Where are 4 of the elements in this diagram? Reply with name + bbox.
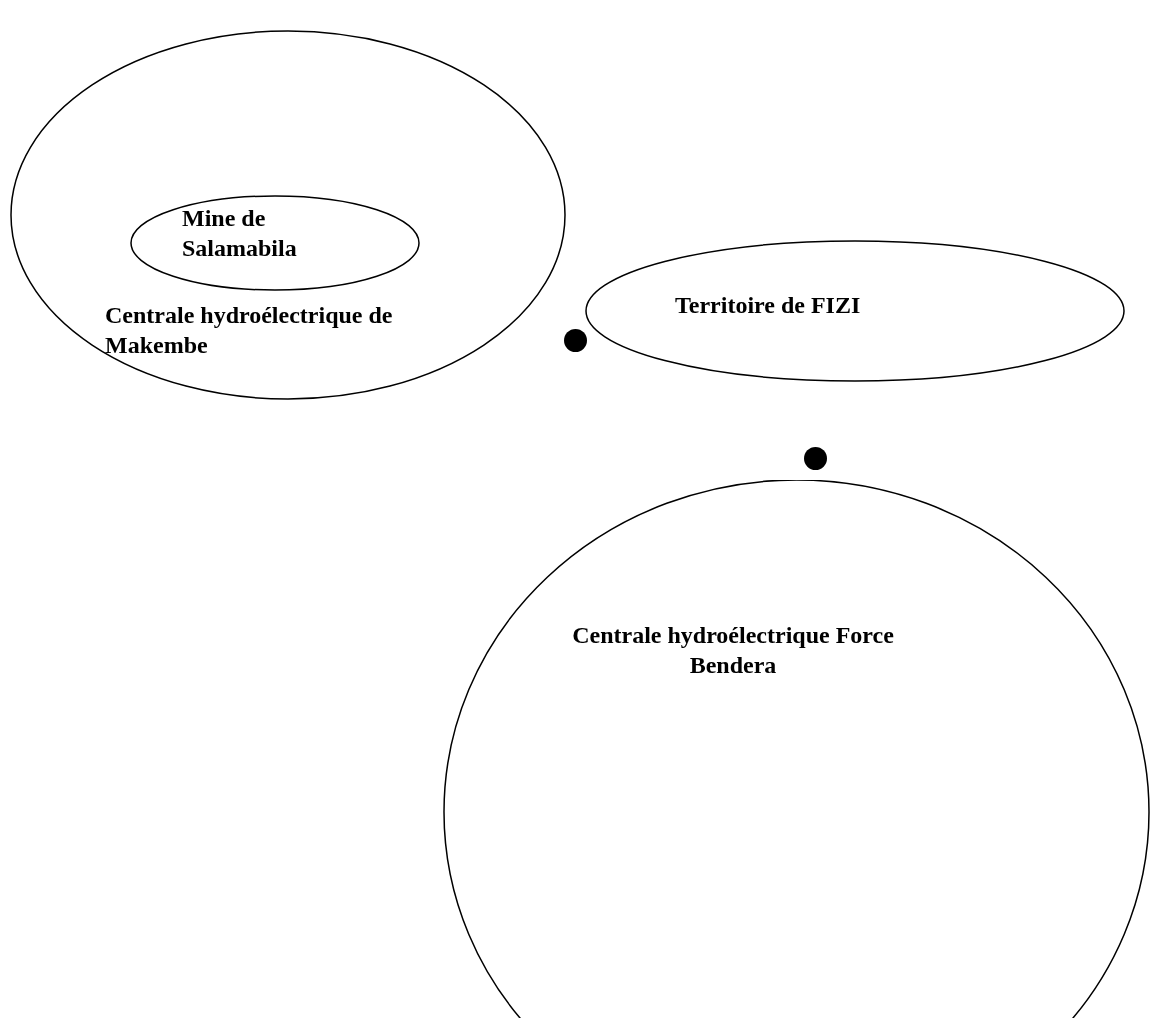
node-label: Centrale hydroélectrique de Makembe bbox=[105, 301, 394, 360]
node-label: Mine de Salamabila bbox=[182, 204, 298, 263]
node-label: Territoire de FIZI bbox=[675, 291, 862, 320]
node-label: Centrale hydroélectrique Force Bendera bbox=[571, 621, 895, 680]
